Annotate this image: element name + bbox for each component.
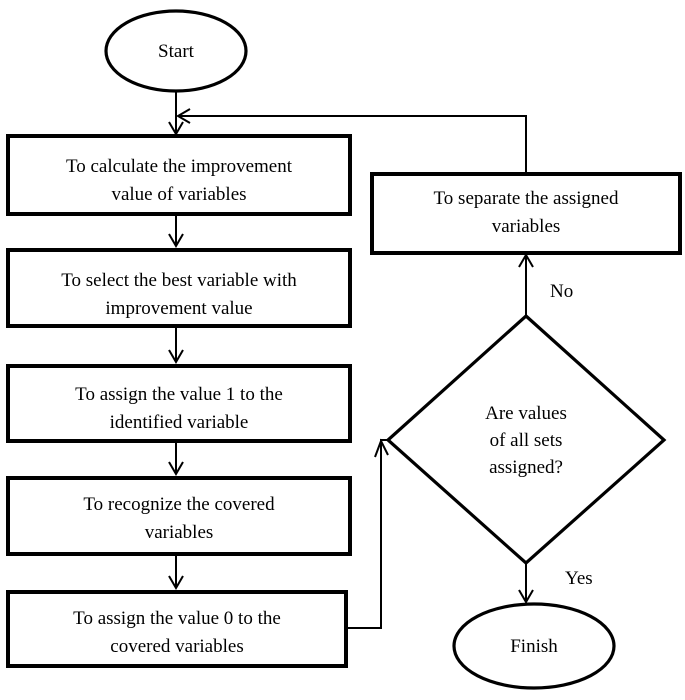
arrowhead	[168, 233, 184, 248]
edge-separate-loop-back	[178, 115, 527, 176]
assign-zero-line1: To assign the value 0 to the	[73, 608, 281, 629]
decision-node: Are values of all sets assigned?	[385, 313, 667, 566]
separate-line2: variables	[492, 216, 561, 237]
finish-label: Finish	[510, 636, 558, 657]
recognize-covered-line1: To recognize the covered	[83, 494, 275, 515]
process-assign-one: To assign the value 1 to the identified …	[6, 364, 352, 443]
process-calc-improvement: To calculate the improvement value of va…	[6, 134, 352, 216]
decision-line2: of all sets	[490, 430, 563, 451]
arrowhead	[168, 461, 184, 476]
assign-one-line1: To assign the value 1 to the	[75, 384, 283, 405]
edge-label-yes: Yes	[565, 568, 593, 589]
decision-line3: assigned?	[489, 457, 563, 478]
arrowhead	[168, 575, 184, 590]
recognize-covered-line2: variables	[145, 522, 214, 543]
arrowhead	[176, 108, 191, 124]
arrowhead	[168, 349, 184, 364]
start-label: Start	[158, 41, 195, 62]
process-separate: To separate the assigned variables	[370, 172, 682, 255]
process-assign-zero: To assign the value 0 to the covered var…	[6, 590, 348, 668]
edge-label-no: No	[550, 281, 573, 302]
select-best-line1: To select the best variable with	[61, 270, 297, 291]
assign-one-line2: identified variable	[110, 412, 249, 433]
finish-node: Finish	[452, 602, 616, 690]
assign-zero-line2: covered variables	[110, 636, 243, 657]
start-node: Start	[104, 9, 248, 93]
calc-improvement-line2: value of variables	[111, 184, 246, 205]
separate-line1: To separate the assigned	[434, 188, 619, 209]
arrowhead	[518, 589, 534, 604]
decision-line1: Are values	[485, 403, 567, 424]
edge-assign-zero-to-decision	[346, 439, 389, 629]
arrowhead	[374, 438, 389, 458]
select-best-line2: improvement value	[105, 298, 252, 319]
process-select-best: To select the best variable with improve…	[6, 248, 352, 328]
calc-improvement-line1: To calculate the improvement	[66, 156, 293, 177]
process-recognize-covered: To recognize the covered variables	[6, 476, 352, 556]
